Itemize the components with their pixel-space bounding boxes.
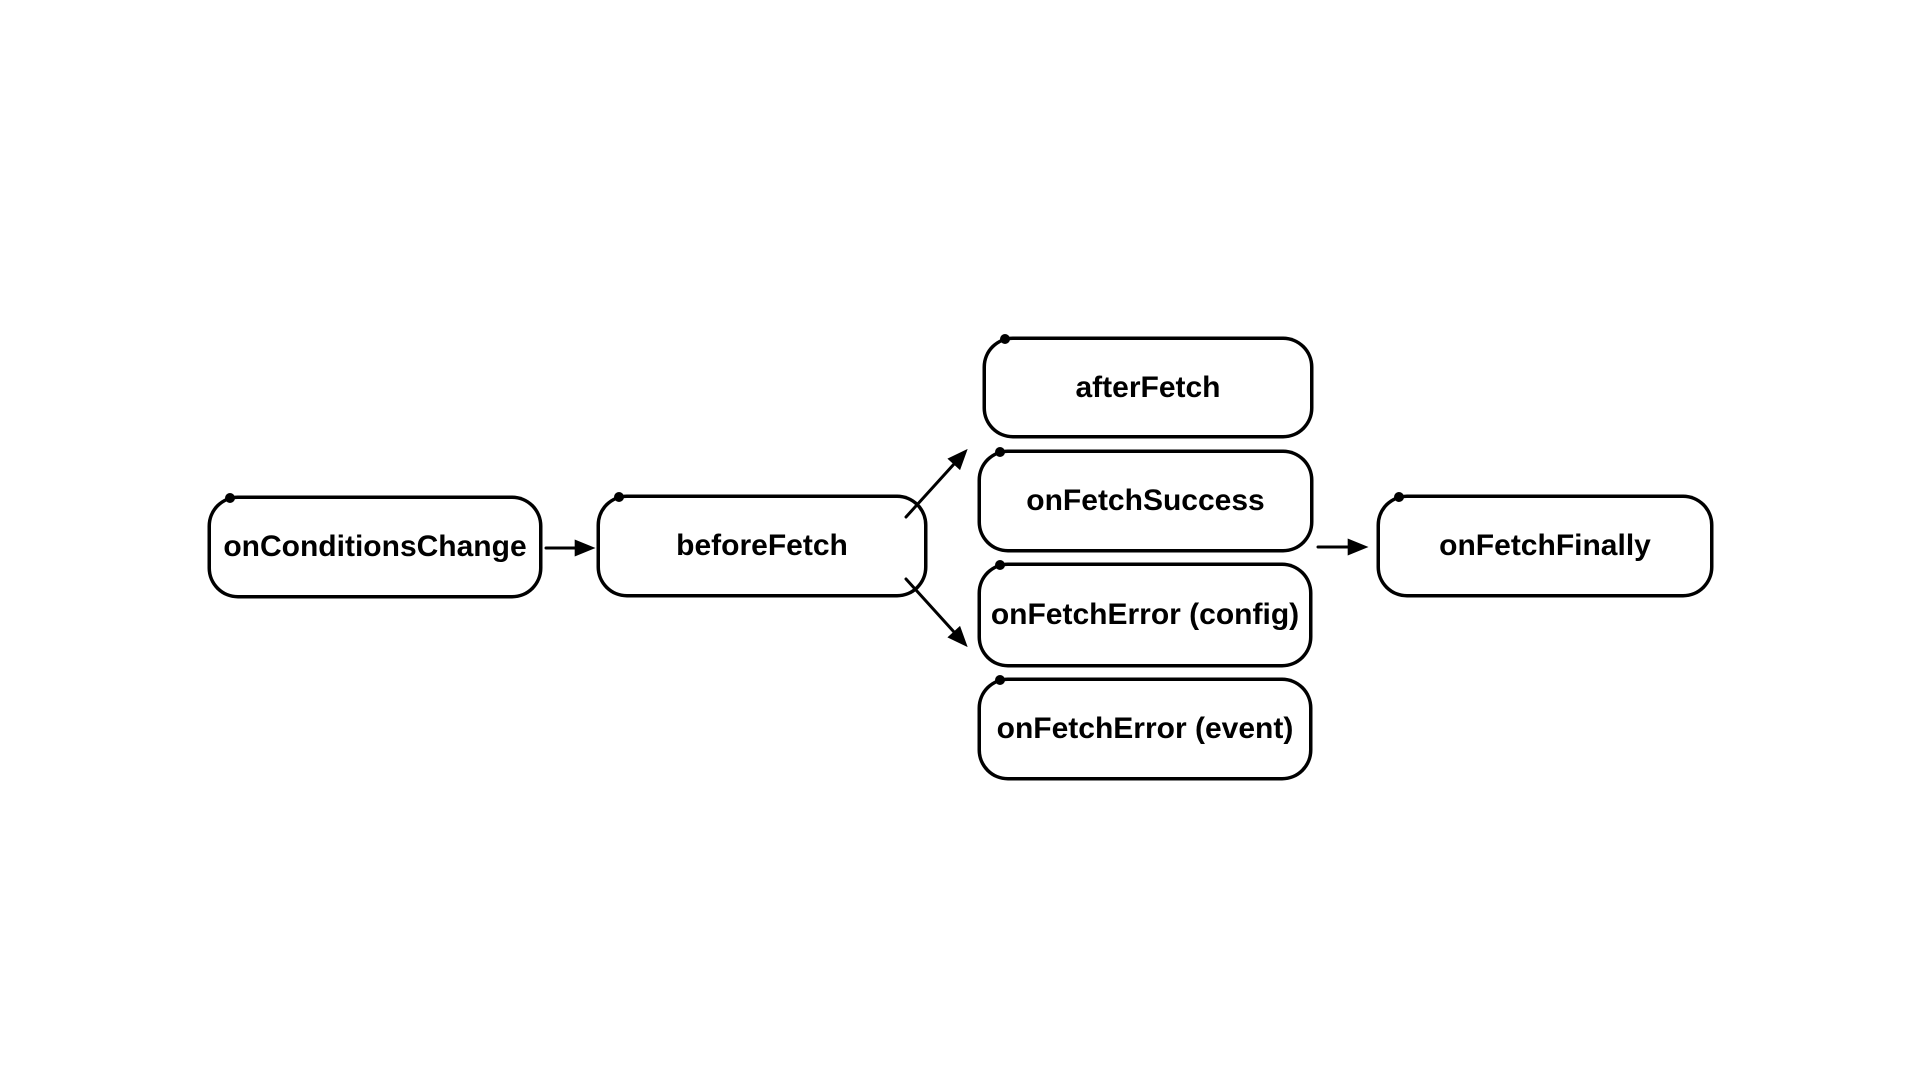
node-beforefetch: beforeFetch xyxy=(597,492,927,597)
node-onfetcherror-config: onFetchError (config) xyxy=(978,560,1312,667)
node-label: onFetchFinally xyxy=(1439,529,1651,562)
node-label: onFetchError (event) xyxy=(996,712,1294,745)
node-label: onFetchSuccess xyxy=(1026,484,1265,517)
node-onfetchfinally: onFetchFinally xyxy=(1377,492,1713,597)
node-label: onConditionsChange xyxy=(223,530,527,563)
node-onfetcherror-event: onFetchError (event) xyxy=(978,675,1312,780)
node-afterfetch: afterFetch xyxy=(983,334,1313,438)
node-onfetchsuccess: onFetchSuccess xyxy=(978,447,1313,552)
node-label: beforeFetch xyxy=(676,529,848,562)
node-label: onFetchError (config) xyxy=(990,598,1300,631)
node-onconditionschange: onConditionsChange xyxy=(208,493,542,598)
node-label: afterFetch xyxy=(1075,370,1221,404)
